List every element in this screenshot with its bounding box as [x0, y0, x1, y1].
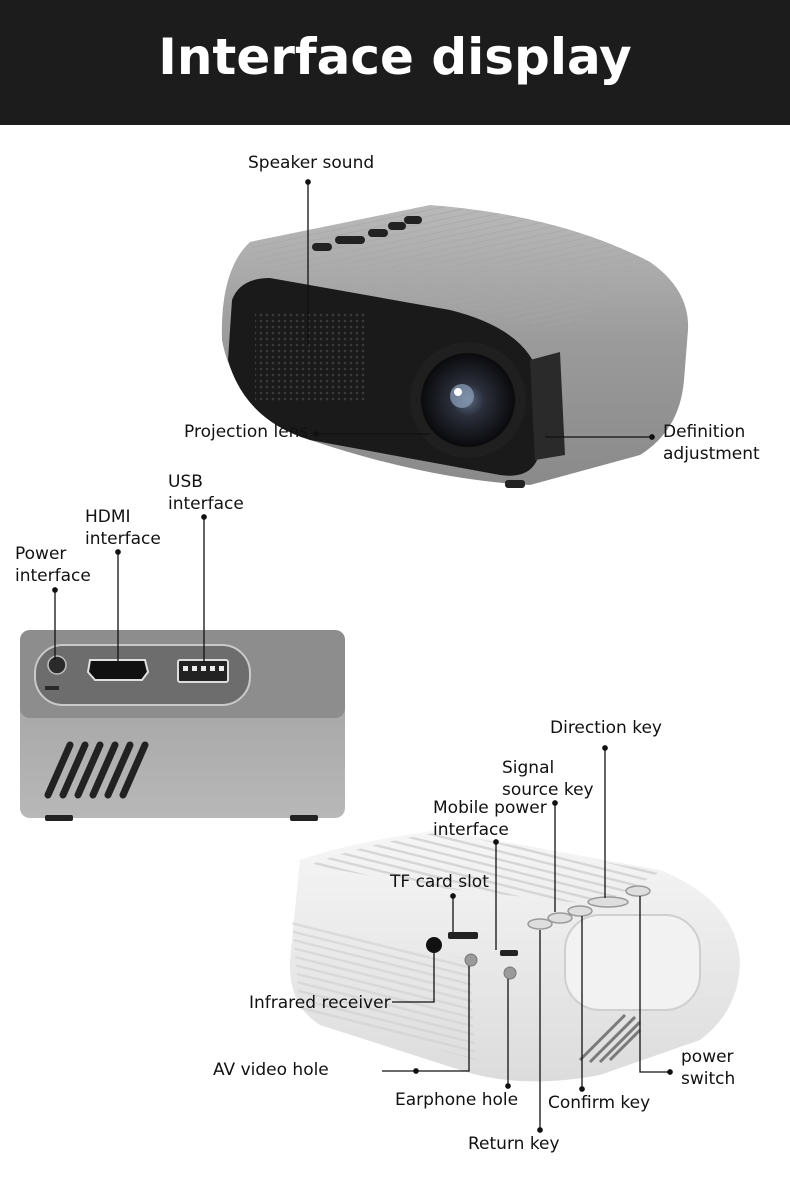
label-power-switch-line1: power: [681, 1047, 734, 1067]
power-port: [47, 655, 67, 675]
label-mobile-power-line2: interface: [433, 820, 509, 840]
label-mobile-power-line1: Mobile power: [433, 798, 547, 818]
label-signal-source-line1: Signal: [502, 758, 555, 778]
label-hdmi-line1: HDMI: [85, 507, 131, 527]
av-jack: [464, 953, 478, 967]
micro-usb-port: [500, 950, 518, 956]
projector-back-view: [20, 630, 345, 821]
label-signal-source-line2: source key: [502, 780, 594, 800]
infrared-receiver-window: [426, 937, 442, 953]
label-earphone-hole: Earphone hole: [395, 1090, 519, 1110]
projector-white-view: [289, 830, 740, 1082]
callout-lines: [52, 179, 673, 1133]
label-power-line1: Power: [15, 544, 67, 564]
label-power-switch-line2: switch: [681, 1069, 736, 1089]
label-av-video-hole: AV video hole: [213, 1060, 329, 1080]
top-buttons: [312, 216, 422, 251]
label-return-key: Return key: [468, 1134, 560, 1154]
label-definition-adjustment-line2: adjustment: [663, 444, 760, 464]
label-usb-line2: interface: [168, 494, 244, 514]
page-title: Interface display: [158, 28, 632, 86]
label-tf-card-slot: TF card slot: [390, 872, 489, 892]
label-definition-adjustment-line1: Definition: [663, 422, 746, 442]
label-usb-line1: USB: [168, 472, 203, 492]
vent-slots: [44, 741, 149, 799]
label-confirm-key: Confirm key: [548, 1093, 651, 1113]
header-banner: Interface display: [0, 0, 790, 125]
hdmi-port: [86, 659, 150, 681]
label-hdmi-line2: interface: [85, 529, 161, 549]
label-projection-lens: Projection lens: [184, 422, 309, 442]
side-vents: [578, 1013, 642, 1064]
projector-front-view: [221, 205, 689, 488]
earphone-jack: [503, 966, 517, 980]
speaker-grille: [255, 312, 365, 402]
tf-card-slot-opening: [448, 932, 478, 939]
white-top-buttons: [527, 885, 651, 930]
label-speaker-sound: Speaker sound: [248, 153, 375, 173]
label-power-line2: interface: [15, 566, 91, 586]
focus-wheel: [530, 352, 565, 460]
label-direction-key: Direction key: [550, 718, 662, 738]
label-infrared-receiver: Infrared receiver: [249, 993, 391, 1013]
